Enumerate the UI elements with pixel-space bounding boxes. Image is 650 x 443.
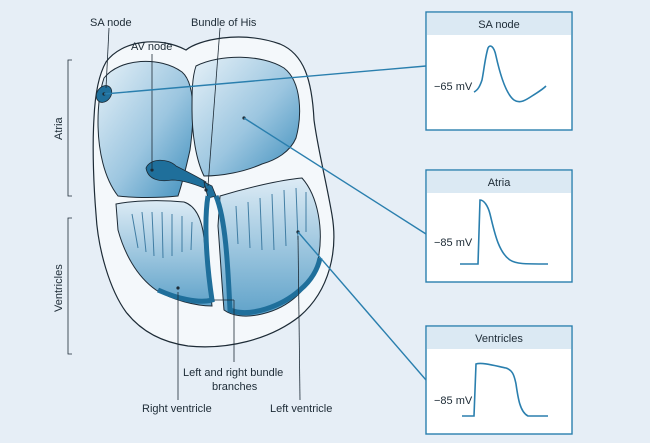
label-bundle-branches-line2: branches [212,381,258,393]
panel-connectors [103,65,427,381]
label-left-ventricle: Left ventricle [270,403,332,415]
label-bundle-branches-line1: Left and right bundle [183,367,283,379]
label-right-ventricle: Right ventricle [142,403,212,415]
panel-sa-node-title: SA node [478,19,520,31]
left-atrium [191,56,301,177]
label-av-node: AV node [131,41,172,53]
conduction-pathway [95,85,323,316]
left-bundle-branch [213,195,323,316]
panel-sa-node-voltage: −65 mV [434,81,473,93]
panel-ventricles-title: Ventricles [475,333,523,345]
sa-node-action-potential [473,45,547,103]
panel-sa-node: SA node −65 mV [425,11,573,131]
panel-ventricles: Ventricles −85 mV [425,325,573,435]
panel-atria: Atria −85 mV [425,169,573,283]
panel-ventricles-voltage: −85 mV [434,395,473,407]
label-sa-node: SA node [90,17,132,29]
label-leaders [105,27,301,401]
label-atria: Atria [53,117,65,141]
label-bundle-of-his: Bundle of His [191,17,257,29]
atria-action-potential [460,199,549,265]
label-ventricles: Ventricles [53,264,65,312]
trabeculae [131,187,307,259]
ventricles-action-potential [462,362,548,417]
region-brackets [67,59,72,355]
panel-atria-voltage: −85 mV [434,237,473,249]
panel-atria-title: Atria [488,177,512,189]
